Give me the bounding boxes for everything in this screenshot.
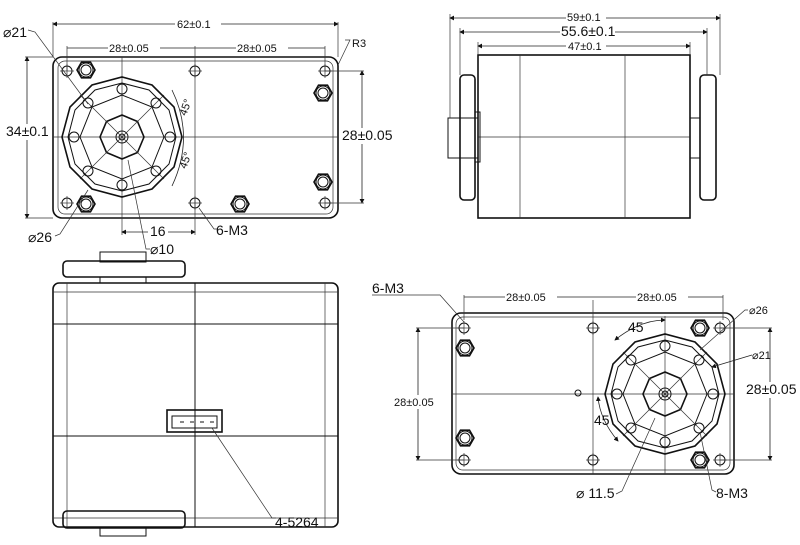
label-rear-bolt-holes: 8-M3 (716, 485, 748, 501)
label-angle-bottom: 45° (178, 151, 195, 171)
label-rear-angle-top: 45 (628, 319, 644, 335)
front-body-outline (52, 56, 339, 219)
dim-rear-vertical-left: 28±0.05 (394, 397, 434, 409)
right-wheel (699, 74, 717, 201)
dim-shaft-offset: 16 (150, 223, 166, 239)
label-rear-mount-holes: 6-M3 (372, 280, 404, 296)
dim-rear-hole-spacing-left: 28±0.05 (506, 292, 546, 304)
dim-rear-hole-spacing-right: 28±0.05 (637, 292, 677, 304)
label-bolt-circle: ⌀21 (3, 24, 27, 40)
side-body-outline (477, 54, 691, 219)
dim-hole-spacing-left: 28±0.05 (109, 43, 149, 55)
dim-height: 34±0.1 (6, 123, 49, 139)
side-view: 59±0.1 55.6±0.1 47±0.1 (447, 11, 721, 219)
left-wheel (459, 74, 476, 201)
label-rear-bolt-circle: ⌀21 (752, 350, 771, 362)
top-wheel (62, 260, 186, 278)
connector-4-5264 (166, 409, 223, 433)
label-rear-shaft-diameter: ⌀ 11.5 (576, 485, 615, 501)
dim-wheel-inner-span: 55.6±0.1 (561, 23, 616, 39)
dim-body-length: 47±0.1 (568, 41, 602, 53)
dim-hole-spacing-right: 28±0.05 (237, 43, 277, 55)
label-shaft-diameter: ⌀10 (150, 241, 174, 257)
label-corner-radius: R3 (352, 38, 366, 50)
bottom-view: 4-5264 (52, 251, 339, 537)
label-angle-top: 45° (178, 98, 195, 118)
front-output-gear (61, 76, 183, 198)
bottom-wheel (62, 510, 186, 529)
dim-wheel-span: 59±0.1 (567, 12, 601, 24)
rear-output-gear (604, 333, 726, 455)
dim-rear-vertical-right: 28±0.05 (746, 381, 797, 397)
label-rear-outer-diameter: ⌀26 (749, 305, 768, 317)
dim-hole-spacing-vertical: 28±0.05 (342, 127, 393, 143)
dim-overall-width: 62±0.1 (177, 19, 211, 31)
front-view: 62±0.1 28±0.05 28±0.05 34±0.1 28±0.05 R3… (3, 16, 393, 257)
label-outer-diameter: ⌀26 (28, 229, 52, 245)
rear-view: 6-M3 28±0.05 28±0.05 28±0.05 28±0.05 ⌀26… (372, 280, 797, 501)
label-mount-holes: 6-M3 (216, 222, 248, 238)
label-rear-angle-bottom: 45 (594, 412, 610, 428)
label-connector: 4-5264 (275, 514, 319, 530)
